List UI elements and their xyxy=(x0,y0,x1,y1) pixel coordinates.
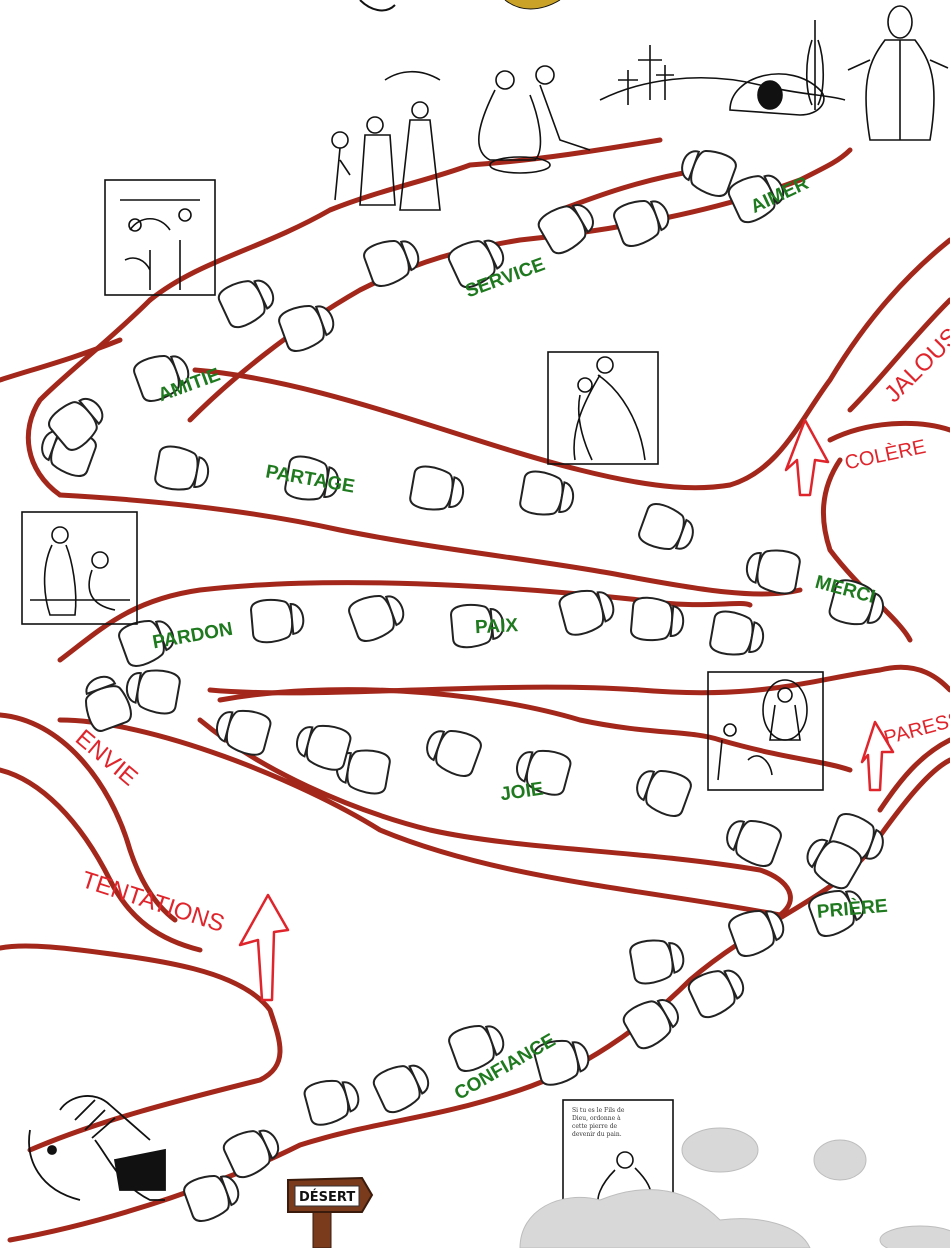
footprint-icon xyxy=(726,902,789,959)
caption-line: devenir du pain. xyxy=(572,1131,622,1138)
cross-icon xyxy=(656,65,674,100)
vice-jalousie: JALOUSIE xyxy=(879,307,950,408)
footprint-icon xyxy=(636,501,699,558)
forgiveness-scene-frame xyxy=(548,352,658,464)
footprint-icon xyxy=(77,671,134,734)
footprint-icon xyxy=(361,232,424,289)
risen-jesus-sketch xyxy=(848,6,948,140)
samaritan-scene-frame xyxy=(22,512,137,624)
footprint-icon xyxy=(519,469,577,519)
footprint-icon xyxy=(302,1074,362,1128)
footprint-icon xyxy=(212,704,272,758)
footprint-icon xyxy=(154,444,212,494)
vice-tentations: TENTATIONS xyxy=(78,866,228,938)
footprint-icon xyxy=(620,990,685,1052)
footprint-icon xyxy=(221,1121,285,1181)
virtue-joie: JOIE xyxy=(499,779,545,806)
arrow-icon xyxy=(240,895,288,1000)
virtue-paix: PAIX xyxy=(475,615,519,638)
cross-icon xyxy=(638,45,662,100)
caption-line: cette pierre de xyxy=(572,1123,618,1130)
calvary-sketch xyxy=(600,20,845,115)
caption-line: Dieu, ordonne à xyxy=(572,1115,621,1122)
footprint-icon xyxy=(743,545,801,595)
caption-line: Si tu es le Fils de xyxy=(572,1107,625,1114)
footprint-icon xyxy=(611,192,674,249)
title-fragment xyxy=(360,0,395,10)
temptation-caption: Si tu es le Fils de Dieu, ordonne à cett… xyxy=(572,1107,625,1138)
footprint-icon xyxy=(629,935,687,985)
desert-signpost: DÉSERT xyxy=(288,1178,372,1248)
footprint-icon xyxy=(721,812,784,869)
footprint-icon xyxy=(686,961,750,1021)
healing-scene-frame xyxy=(105,180,215,295)
footprint-icon xyxy=(123,665,181,715)
footprint-icon xyxy=(709,609,767,659)
footprint-icon xyxy=(250,597,305,644)
footprint-icon xyxy=(346,587,409,644)
footprint-icon xyxy=(631,762,694,819)
footprint-icon xyxy=(292,719,352,773)
footprint-icon xyxy=(409,464,467,514)
footprint-icon xyxy=(421,722,484,779)
footprint-icon xyxy=(216,271,280,331)
footprint-icon xyxy=(371,1056,435,1116)
palm-icon xyxy=(385,72,440,80)
vice-colere: COLÈRE xyxy=(843,435,928,475)
stones xyxy=(520,1128,950,1248)
title-fragment xyxy=(505,0,560,9)
cross-icon xyxy=(618,70,638,105)
sign-desert-label: DÉSERT xyxy=(299,1189,355,1205)
vice-paresse: PARESSE xyxy=(882,704,950,749)
footprints xyxy=(36,142,889,1224)
